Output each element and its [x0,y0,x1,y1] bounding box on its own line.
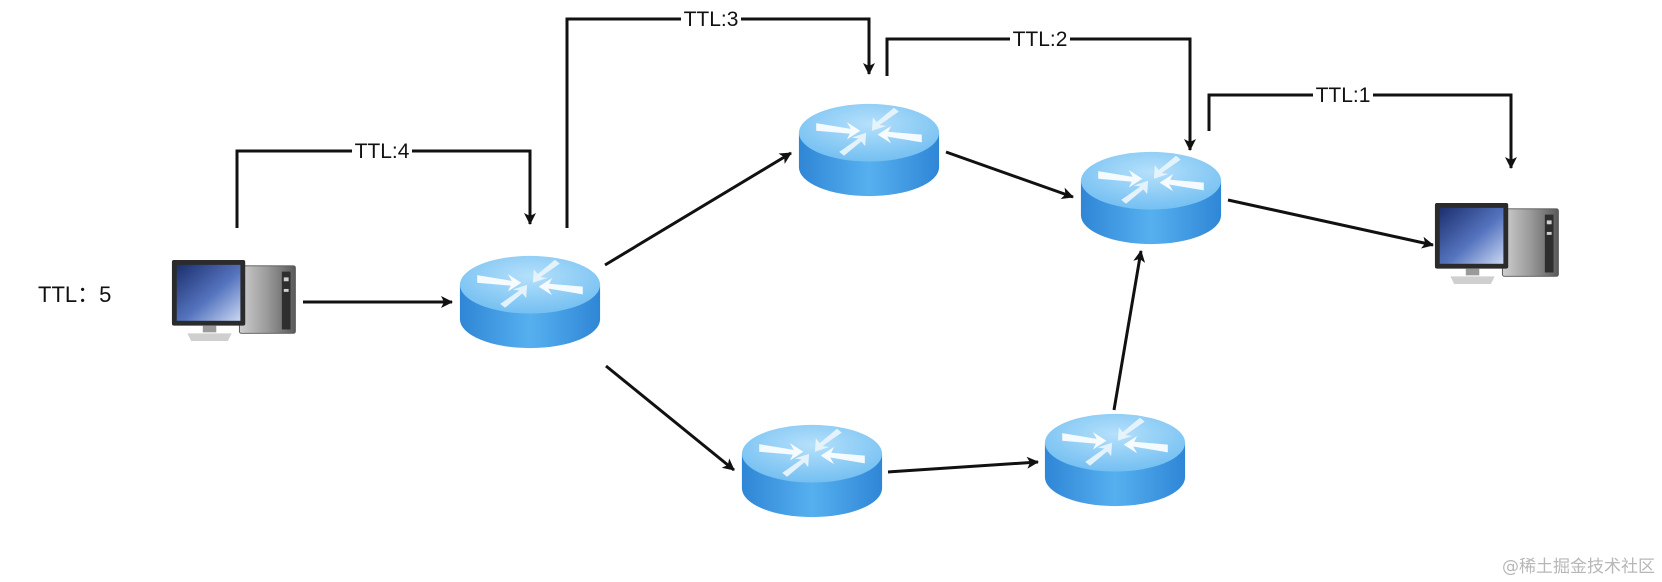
router-top-icon [798,103,940,197]
arrow-router-1-to-router-bottom-left [605,364,735,472]
hop-label-2: TTL:2 [1013,28,1068,51]
hop-label-3: TTL:3 [684,8,739,31]
arrow-bottom-left-to-bottom-right [887,456,1039,474]
hop-label-4: TTL:4 [355,140,410,163]
watermark: @稀土掘金技术社区 [1502,557,1655,577]
source-ttl-label: TTL：5 [38,282,111,307]
ttl-labels: TTL:4 TTL:3 TTL:2 TTL:1 [352,8,1373,163]
source-computer-icon [171,259,296,342]
devices [171,103,1559,518]
router-bottom-left-icon [741,424,883,518]
router-right-icon [1080,151,1222,245]
hop-label-1: TTL:1 [1316,84,1371,107]
destination-computer-icon [1434,202,1559,285]
arrow-router-1-to-router-top [604,151,792,267]
arrow-bottom-right-to-router-right [1112,250,1146,411]
arrow-router-top-to-router-right [945,150,1074,199]
router-1-icon [459,255,601,349]
arrow-router-right-to-destination [1227,198,1434,249]
link-arrows [303,150,1434,474]
router-bottom-right-icon [1044,413,1186,507]
